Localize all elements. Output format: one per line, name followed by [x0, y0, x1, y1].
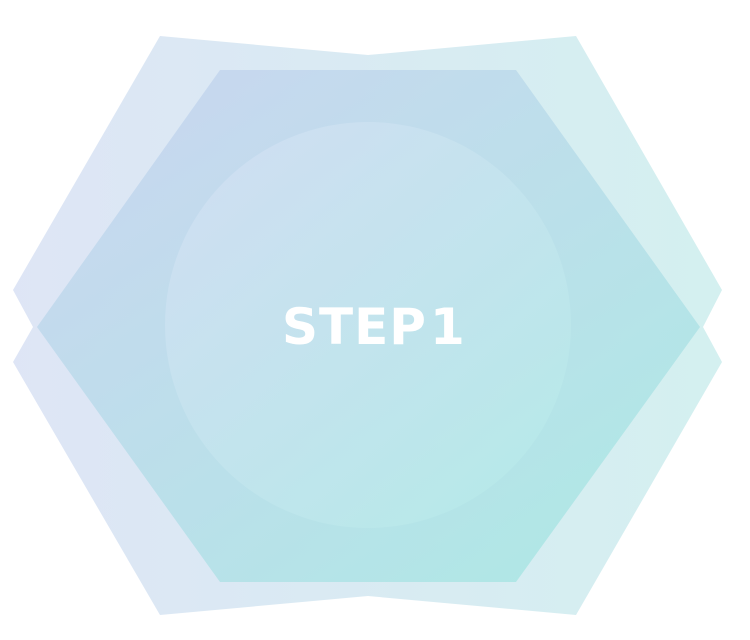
- inner-circle: [165, 122, 571, 528]
- step-number: 1: [430, 298, 466, 356]
- step-word: STEP: [282, 298, 427, 356]
